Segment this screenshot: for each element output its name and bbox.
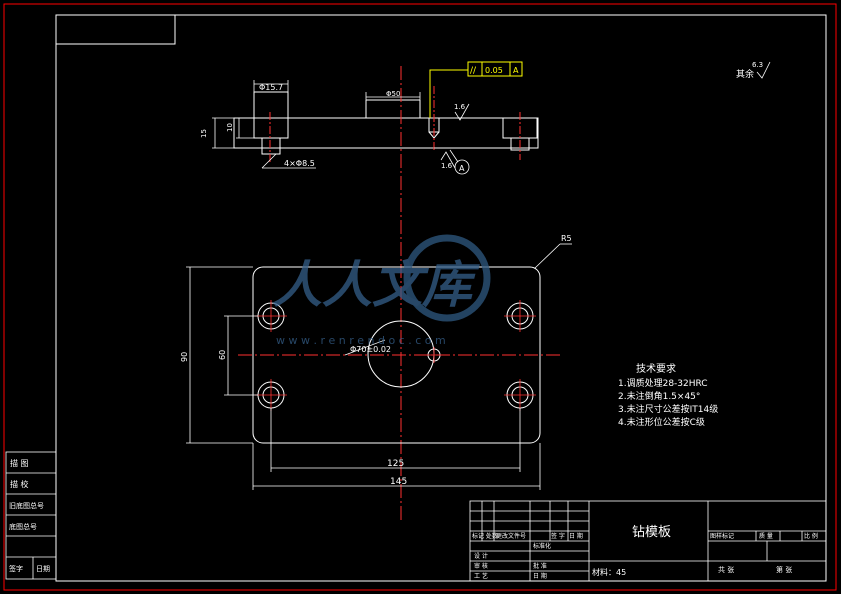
roughness-bottom: 1.6	[441, 162, 453, 170]
dim-radius: R5	[561, 234, 572, 243]
title-material: 材料：45	[592, 567, 626, 577]
watermark-brand: 人人文库	[272, 255, 480, 314]
title-sheets-1: 共 张	[718, 565, 734, 574]
title-sheets-2: 第 张	[776, 565, 792, 574]
watermark: 人人文库 w w w . r e n r e n d o c . c o m	[272, 234, 491, 347]
corner-box	[55, 14, 176, 45]
title-right-3: 比 例	[804, 532, 818, 540]
side-table	[5, 451, 57, 580]
side-cell-2: 描 校	[10, 479, 29, 489]
tol-value: 0.05	[485, 66, 503, 75]
title-header-2: 更改文件号	[496, 532, 526, 540]
dim-depth: 10	[226, 123, 234, 132]
title-header-1: 标记 处数	[472, 532, 498, 540]
dim-dia-top: Φ15.7	[259, 83, 283, 92]
side-cell-6: 日期	[36, 565, 50, 573]
tolerance-frame	[429, 61, 523, 118]
datum-symbol	[434, 147, 470, 175]
title-header-4: 日 期	[569, 532, 583, 540]
tol-datum: A	[513, 66, 519, 75]
tech-note-2: 2.未注倒角1.5×45°	[618, 390, 700, 402]
side-cell-1: 描 图	[10, 458, 29, 468]
inner-frame	[55, 14, 827, 582]
outer-frame	[3, 3, 837, 591]
dim-counterbore: 4×Φ8.5	[284, 159, 315, 168]
title-left-1: 设 计	[474, 552, 488, 560]
title-block	[469, 500, 827, 582]
watermark-url: w w w . r e n r e n d o c . c o m	[276, 334, 446, 347]
title-mid-3: 日 期	[533, 572, 547, 580]
side-cell-4: 底图总号	[9, 522, 37, 531]
title-left-2: 审 核	[474, 562, 488, 570]
tech-note-1: 1.调质处理28-32HRC	[618, 377, 708, 389]
dim-gap-top: Φ50	[386, 90, 400, 98]
dim-height-total: 90	[180, 352, 189, 362]
tech-note-4: 4.未注形位公差按C级	[618, 416, 705, 428]
title-mid-2: 批 准	[533, 562, 547, 570]
roughness-rest-label: 其余	[736, 68, 754, 80]
roughness-top: 1.6	[454, 103, 466, 111]
dim-center-hole: Φ70±0.02	[350, 345, 391, 354]
title-header-3: 签 字	[551, 532, 565, 540]
tech-notes-heading: 技术要求	[636, 362, 676, 375]
dim-width-inner: 125	[387, 459, 404, 469]
side-cell-3: 旧底图总号	[9, 501, 44, 510]
side-view	[233, 91, 539, 155]
title-right-2: 质 量	[759, 532, 773, 540]
title-mid-1: 标准化	[533, 542, 551, 550]
dim-thickness: 15	[200, 129, 208, 138]
dim-width-total: 145	[390, 477, 407, 487]
title-left-3: 工 艺	[474, 572, 488, 580]
side-cell-5: 签字	[9, 564, 23, 573]
title-right-1: 图样标记	[710, 532, 734, 540]
roughness-rest-value: 6.3	[752, 61, 763, 69]
dim-height-inner: 60	[218, 350, 227, 360]
tech-note-3: 3.未注尺寸公差按IT14级	[618, 403, 718, 415]
title-part-name: 钻模板	[632, 525, 671, 540]
tol-symbol: //	[470, 66, 477, 76]
datum-label: A	[459, 164, 465, 173]
